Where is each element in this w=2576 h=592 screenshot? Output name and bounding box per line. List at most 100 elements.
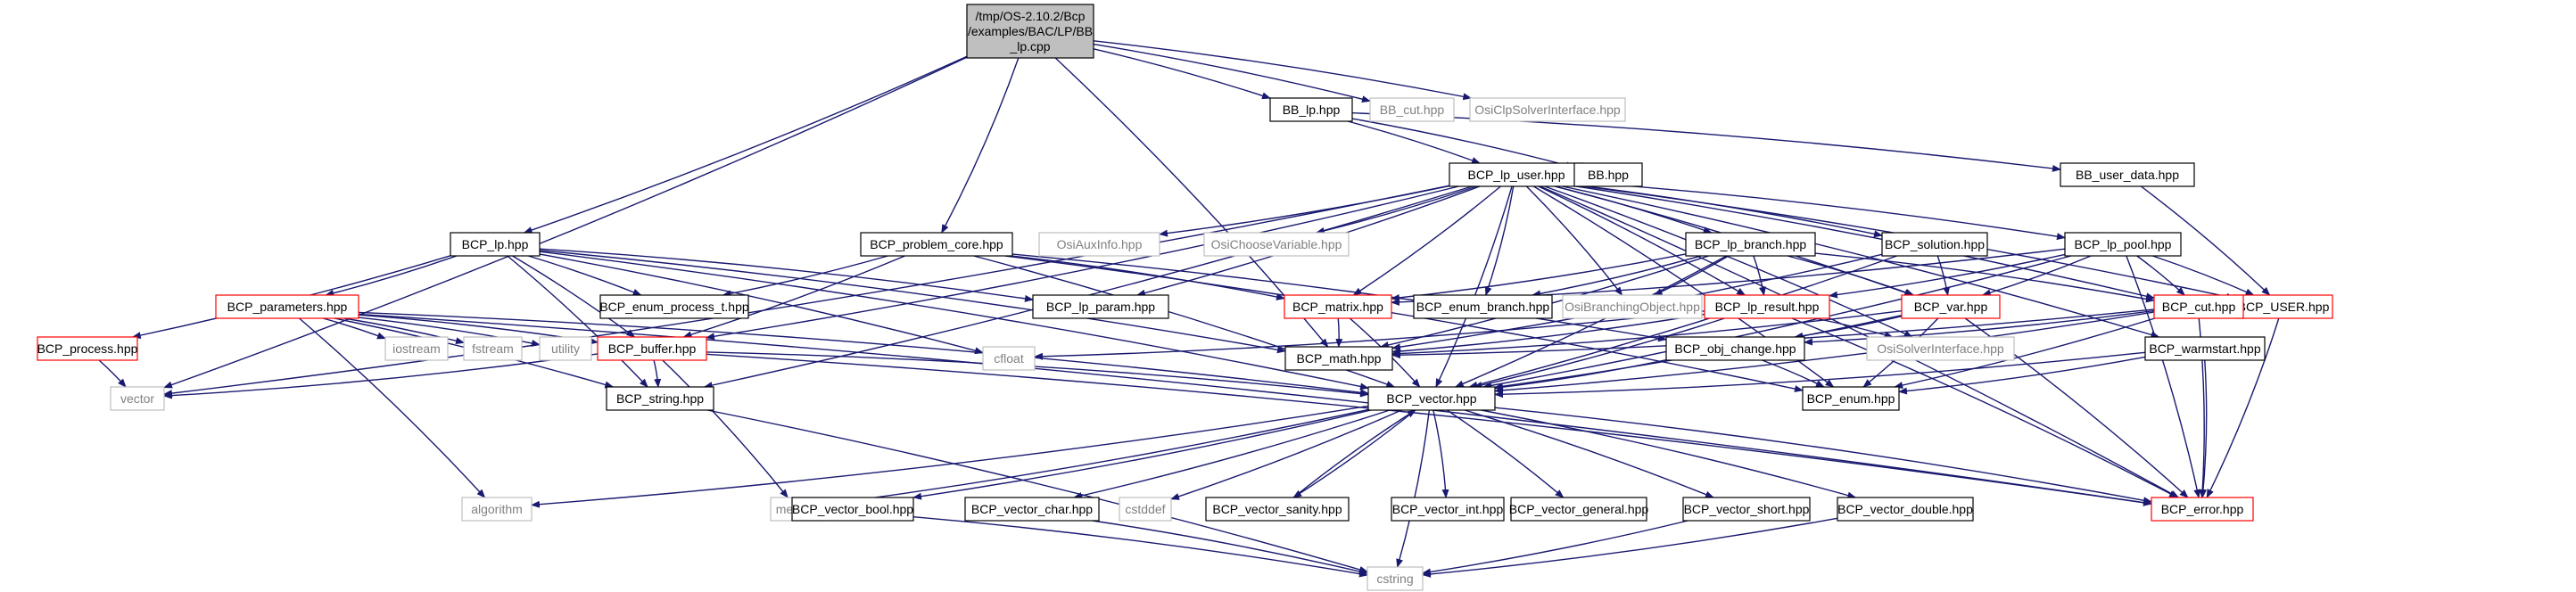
node-cut[interactable]: BCP_cut.hpp	[2153, 294, 2244, 319]
node-label-enum: BCP_enum.hpp	[1807, 391, 1895, 406]
node-cstddef: cstddef	[1119, 497, 1172, 522]
edge-bcp_lp-to-math	[539, 250, 1286, 354]
node-bb_user_data[interactable]: BB_user_data.hpp	[2060, 162, 2195, 187]
edge-lp_pool-to-var	[1981, 255, 2092, 297]
node-buffer[interactable]: BCP_buffer.hpp	[597, 336, 707, 361]
node-box-error	[2151, 497, 2254, 522]
node-problem_core[interactable]: BCP_problem_core.hpp	[860, 232, 1013, 257]
node-solution[interactable]: BCP_solution.hpp	[1881, 232, 1988, 257]
node-box-obj_change	[1665, 336, 1805, 361]
node-label-iostream: iostream	[392, 341, 441, 356]
node-osichoose: OsiChooseVariable.hpp	[1203, 232, 1350, 257]
edge-parameters-to-iostream	[322, 317, 386, 340]
node-box-var	[1901, 294, 2001, 319]
edge-bcp_vector-to-vec_int	[1432, 409, 1449, 498]
node-parameters[interactable]: BCP_parameters.hpp	[215, 294, 359, 319]
edge-buffer-to-error	[706, 353, 2152, 506]
edge-parameters-to-error	[358, 313, 2152, 506]
node-lp_pool[interactable]: BCP_lp_pool.hpp	[2064, 232, 2182, 257]
edge-lp_branch-to-lp_result	[1753, 255, 1766, 296]
node-box-bb_user_data	[2060, 162, 2195, 187]
node-osiclp: OsiClpSolverInterface.hpp	[1469, 97, 1626, 122]
node-bb_lp[interactable]: BB_lp.hpp	[1269, 97, 1353, 122]
edge-lp_user-to-enum_branch	[1484, 185, 1515, 296]
edge-bcp_vector-to-vec_sanity	[1292, 409, 1416, 498]
node-lp_branch[interactable]: BCP_lp_branch.hpp	[1685, 232, 1816, 257]
edge-bb_lp-to-lp_user	[1347, 120, 1481, 164]
node-enum[interactable]: BCP_enum.hpp	[1802, 386, 1900, 411]
edge-root-to-bcp_lp	[523, 55, 968, 234]
node-matrix[interactable]: BCP_matrix.hpp	[1284, 294, 1392, 319]
node-obj_change[interactable]: BCP_obj_change.hpp	[1665, 336, 1805, 361]
node-bcp_vector[interactable]: BCP_vector.hpp	[1367, 386, 1496, 411]
edge-bcp_lp-to-bcp_vector	[539, 251, 1369, 391]
node-label-string: BCP_string.hpp	[616, 391, 704, 406]
edge-bcp_lp-to-buffer	[512, 255, 636, 338]
node-vec_char[interactable]: BCP_vector_char.hpp	[964, 497, 1100, 522]
node-lp_result[interactable]: BCP_lp_result.hpp	[1704, 294, 1830, 319]
node-vec_double[interactable]: BCP_vector_double.hpp	[1837, 497, 1974, 522]
node-label-buffer: BCP_buffer.hpp	[608, 341, 697, 356]
edge-buffer-to-bcp_vector	[706, 351, 1369, 398]
node-warmstart[interactable]: BCP_warmstart.hpp	[2144, 336, 2266, 361]
node-string[interactable]: BCP_string.hpp	[606, 386, 714, 411]
node-label-algorithm: algorithm	[471, 502, 523, 516]
node-error[interactable]: BCP_error.hpp	[2151, 497, 2254, 522]
node-osisolver: OsiSolverInterface.hpp	[1866, 336, 2015, 361]
node-vec_int[interactable]: BCP_vector_int.hpp	[1391, 497, 1505, 522]
node-math[interactable]: BCP_math.hpp	[1284, 346, 1393, 371]
node-bcp_lp[interactable]: BCP_lp.hpp	[450, 232, 541, 257]
edge-lp_user-to-osisolver	[1544, 185, 1913, 338]
edge-lp_pool-to-bcp_user	[2152, 255, 2255, 296]
node-box-matrix	[1284, 294, 1392, 319]
node-vec_bool[interactable]: BCP_vector_bool.hpp	[791, 497, 914, 522]
edge-buffer-to-string	[653, 359, 662, 388]
edge-lp_branch-to-enum_branch	[1532, 255, 1701, 298]
node-label-vec_general: BCP_vector_general.hpp	[1509, 502, 1649, 516]
edge-obj_change-to-bcp_vector	[1494, 359, 1667, 391]
node-var[interactable]: BCP_var.hpp	[1901, 294, 2001, 319]
node-label-bb_lp: BB_lp.hpp	[1283, 103, 1341, 117]
edge-problem_core-to-buffer	[682, 255, 905, 339]
edge-vec_short-to-cstring	[1422, 520, 1688, 576]
node-vec_sanity[interactable]: BCP_vector_sanity.hpp	[1205, 497, 1350, 522]
edge-parameters-to-fstream	[343, 317, 465, 345]
node-bb[interactable]: BB.hpp	[1573, 162, 1643, 187]
edge-bcp_vector-to-vec_short	[1464, 409, 1714, 498]
edge-problem_core-to-matrix	[1011, 255, 1285, 300]
node-label-process: BCP_process.hpp	[37, 341, 138, 356]
node-label-osiauxinfo: OsiAuxInfo.hpp	[1057, 237, 1143, 251]
edge-lp_pool-to-cut	[2136, 255, 2185, 296]
node-vec_short[interactable]: BCP_vector_short.hpp	[1682, 497, 1811, 522]
edge-lp_result-to-bcp_vector	[1473, 317, 1725, 389]
edge-lp_user-to-osiauxinfo	[1159, 185, 1450, 237]
node-box-iostream	[384, 336, 449, 361]
node-lp_user[interactable]: BCP_lp_user.hpp	[1449, 162, 1584, 187]
node-box-solution	[1881, 232, 1988, 257]
edge-lp_user-to-error	[1540, 185, 2180, 498]
node-lp_param[interactable]: BCP_lp_param.hpp	[1032, 294, 1169, 319]
node-bcp_user[interactable]: BCP_USER.hpp	[2233, 294, 2333, 319]
node-fstream: fstream	[463, 336, 523, 361]
node-label-vec_char: BCP_vector_char.hpp	[971, 502, 1093, 516]
edge-var-to-math	[1391, 309, 1903, 358]
node-enum_branch[interactable]: BCP_enum_branch.hpp	[1413, 294, 1553, 319]
node-box-parameters	[215, 294, 359, 319]
node-box-enum_branch	[1413, 294, 1553, 319]
node-process[interactable]: BCP_process.hpp	[37, 336, 138, 361]
node-label-lp_branch: BCP_lp_branch.hpp	[1695, 237, 1807, 251]
node-label-vec_double: BCP_vector_double.hpp	[1837, 502, 1973, 516]
edge-matrix-to-math	[1335, 317, 1343, 348]
node-box-cfloat	[982, 346, 1036, 371]
edge-lp_branch-to-bcp_vector	[1454, 255, 1727, 388]
edge-parameters-to-algorithm	[299, 317, 486, 498]
node-box-bb_cut	[1369, 97, 1455, 122]
node-vec_general[interactable]: BCP_vector_general.hpp	[1509, 497, 1649, 522]
node-enum_process[interactable]: BCP_enum_process_t.hpp	[599, 294, 749, 319]
edge-buffer-to-vector	[163, 353, 599, 399]
node-box-string	[606, 386, 714, 411]
edge-lp_pool-to-error	[2126, 255, 2201, 498]
node-root[interactable]: /tmp/OS-2.10.2/Bcp/examples/BAC/LP/BB_lp…	[966, 4, 1094, 59]
edge-bcp_vector-to-vec_bool	[912, 409, 1372, 500]
